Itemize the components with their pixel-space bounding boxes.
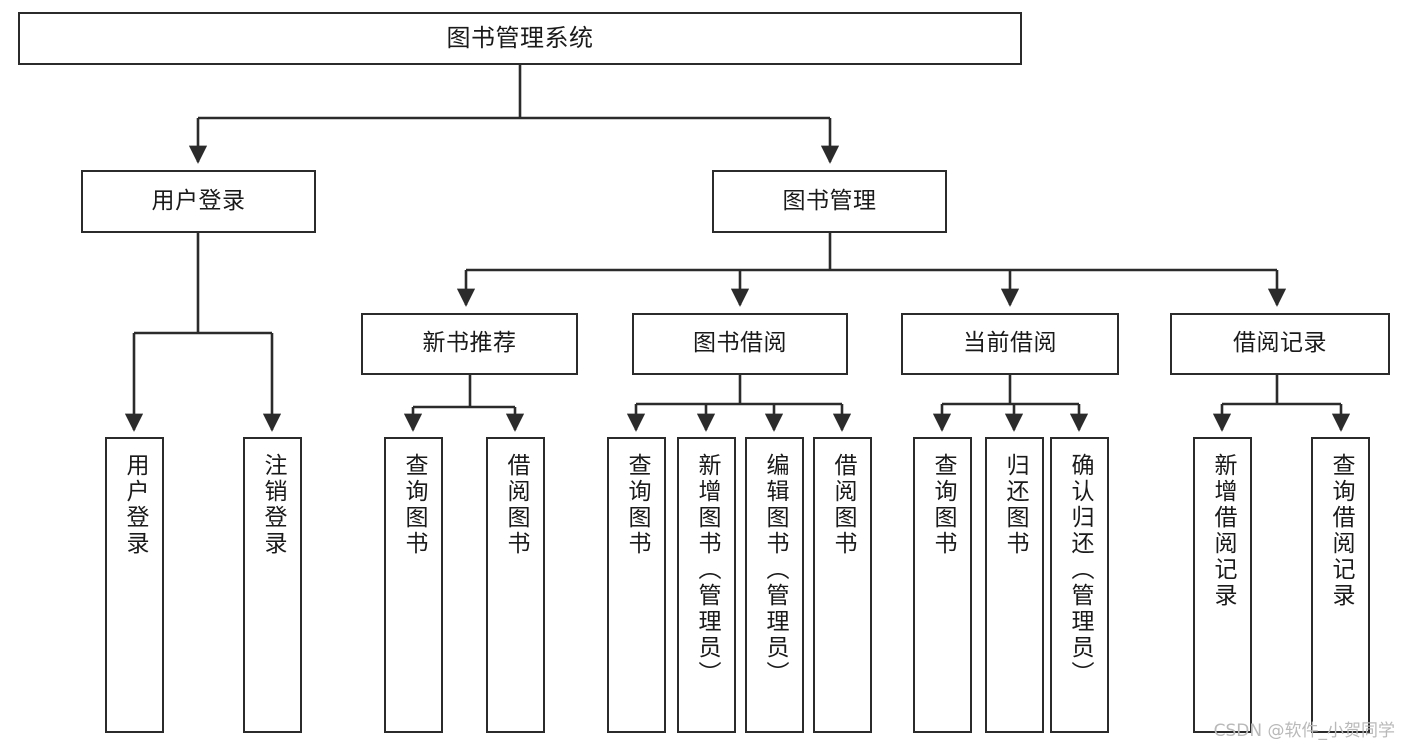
node-book-borrow-label: 图书借阅 — [693, 330, 787, 357]
leaf-current-query-book[interactable]: 查询图书 — [913, 437, 972, 733]
leaf-user-login-login[interactable]: 用户登录 — [105, 437, 164, 733]
leaf-borrow-borrow-book[interactable]: 借阅图书 — [813, 437, 872, 733]
node-new-book-recommend[interactable]: 新书推荐 — [361, 313, 578, 375]
leaf-label: 注销登录 — [260, 453, 286, 557]
leaf-label: 新增借阅记录 — [1210, 453, 1236, 609]
leaf-borrow-query-book[interactable]: 查询图书 — [607, 437, 666, 733]
leaf-new-book-query[interactable]: 查询图书 — [384, 437, 443, 733]
leaf-label: 查询图书 — [401, 453, 427, 557]
leaf-label: 归还图书 — [1002, 453, 1028, 557]
node-book-borrow[interactable]: 图书借阅 — [632, 313, 848, 375]
leaf-label: 用户登录 — [122, 453, 148, 557]
node-book-management-label: 图书管理 — [782, 187, 877, 214]
leaf-records-query-record[interactable]: 查询借阅记录 — [1311, 437, 1370, 733]
leaf-records-add-record[interactable]: 新增借阅记录 — [1193, 437, 1252, 733]
node-user-login[interactable]: 用户登录 — [81, 170, 316, 233]
leaf-new-book-borrow[interactable]: 借阅图书 — [486, 437, 545, 733]
node-borrow-records-label: 借阅记录 — [1233, 330, 1327, 357]
node-root-label: 图书管理系统 — [446, 24, 594, 53]
leaf-label: 编辑图书（管理员） — [762, 453, 788, 687]
node-new-book-recommend-label: 新书推荐 — [422, 330, 517, 357]
leaf-label: 借阅图书 — [503, 453, 529, 557]
node-root[interactable]: 图书管理系统 — [18, 12, 1022, 65]
leaf-current-confirm-return-admin[interactable]: 确认归还（管理员） — [1050, 437, 1109, 733]
leaf-label: 新增图书（管理员） — [694, 453, 720, 687]
node-current-borrow-label: 当前借阅 — [963, 330, 1057, 357]
node-user-login-label: 用户登录 — [151, 187, 246, 214]
node-borrow-records[interactable]: 借阅记录 — [1170, 313, 1390, 375]
leaf-user-login-logout[interactable]: 注销登录 — [243, 437, 302, 733]
leaf-label: 查询图书 — [624, 453, 650, 557]
leaf-label: 查询图书 — [930, 453, 956, 557]
node-current-borrow[interactable]: 当前借阅 — [901, 313, 1119, 375]
leaf-borrow-add-book-admin[interactable]: 新增图书（管理员） — [677, 437, 736, 733]
leaf-label: 借阅图书 — [830, 453, 856, 557]
leaf-label: 查询借阅记录 — [1328, 453, 1354, 609]
leaf-borrow-edit-book-admin[interactable]: 编辑图书（管理员） — [745, 437, 804, 733]
leaf-current-return-book[interactable]: 归还图书 — [985, 437, 1044, 733]
csdn-watermark: CSDN @软件_小贺同学 — [1213, 721, 1395, 741]
node-book-management[interactable]: 图书管理 — [712, 170, 947, 233]
leaf-label: 确认归还（管理员） — [1067, 453, 1093, 687]
